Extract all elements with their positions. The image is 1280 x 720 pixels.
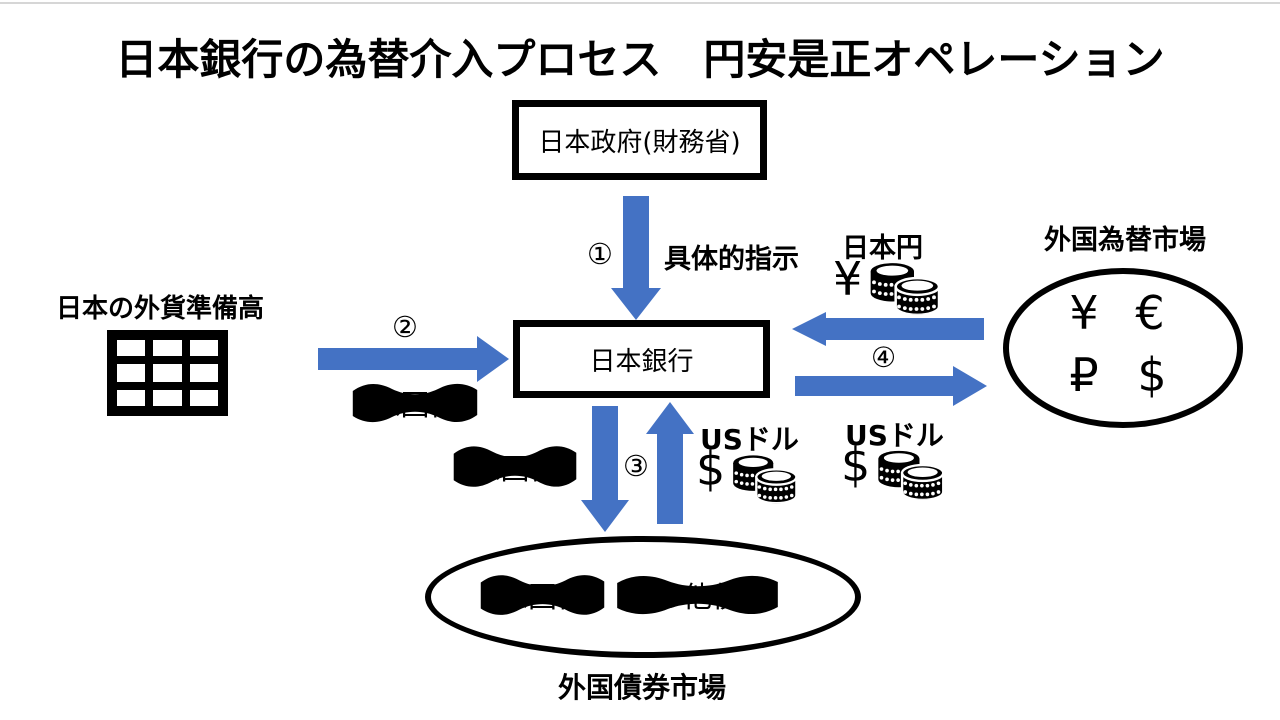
coin-stack-icon — [864, 258, 944, 315]
banner-label: 米国債 — [498, 580, 586, 614]
reserves-label: 日本の外貨準備高 — [56, 294, 265, 324]
arrow-right-step2-icon — [318, 336, 509, 382]
node-bond-market-ellipse — [425, 536, 861, 658]
node-government-label: 日本政府(財務省) — [538, 127, 741, 158]
wave-banner-us-bonds-3: 米国債 — [476, 569, 609, 621]
dollar-symbol: $ — [1137, 348, 1167, 402]
arrow-down-step1-icon — [611, 196, 661, 320]
diagram-title: 日本銀行の為替介入プロセス 円安是正オペレーション — [115, 35, 1165, 84]
arrow-up-step3-icon — [646, 402, 694, 524]
node-government: 日本政府(財務省) — [512, 100, 767, 180]
banner-label: 米国債 — [371, 388, 459, 422]
node-boj: 日本銀行 — [513, 320, 770, 398]
arrow-right-step4-icon — [795, 366, 987, 406]
coin-stack-icon — [872, 446, 948, 500]
banner-label: 米国債 — [471, 451, 559, 486]
node-bond-market-label: 外国債券市場 — [557, 671, 726, 704]
banner-label: その他債券 — [624, 580, 770, 614]
wave-banner-us-bonds-1: 米国債 — [348, 378, 482, 428]
wave-banner-other-bonds: その他債券 — [611, 570, 784, 620]
node-fx-market-ellipse — [1003, 268, 1243, 428]
ruble-symbol: ₽ — [1069, 348, 1099, 402]
jpy-label: 日本円 — [842, 233, 923, 264]
node-fx-market-label: 外国為替市場 — [1044, 225, 1206, 256]
step3-number: ③ — [623, 449, 649, 483]
table-grid-icon — [107, 330, 228, 416]
arrow-down-step3-icon — [581, 406, 629, 532]
dollar-sign-right: $ — [841, 438, 871, 492]
euro-symbol: € — [1135, 286, 1165, 340]
wave-banner-us-bonds-2: 米国債 — [449, 440, 581, 493]
yen-symbol: ¥ — [1069, 286, 1099, 340]
step1-number: ① — [587, 237, 613, 271]
arrow-left-step4-icon — [792, 312, 984, 346]
slide-top-border — [0, 2, 1280, 4]
node-boj-label: 日本銀行 — [589, 346, 694, 377]
usd-label-right: USドル — [845, 419, 944, 452]
dollar-sign-mid: $ — [696, 442, 726, 496]
step4-number: ④ — [871, 341, 897, 374]
step1-label: 具体的指示 — [664, 244, 799, 275]
yen-sign-top: ¥ — [833, 252, 863, 306]
step2-number: ② — [392, 310, 418, 344]
coin-stack-icon — [727, 450, 801, 504]
usd-label-mid: USドル — [700, 423, 799, 456]
